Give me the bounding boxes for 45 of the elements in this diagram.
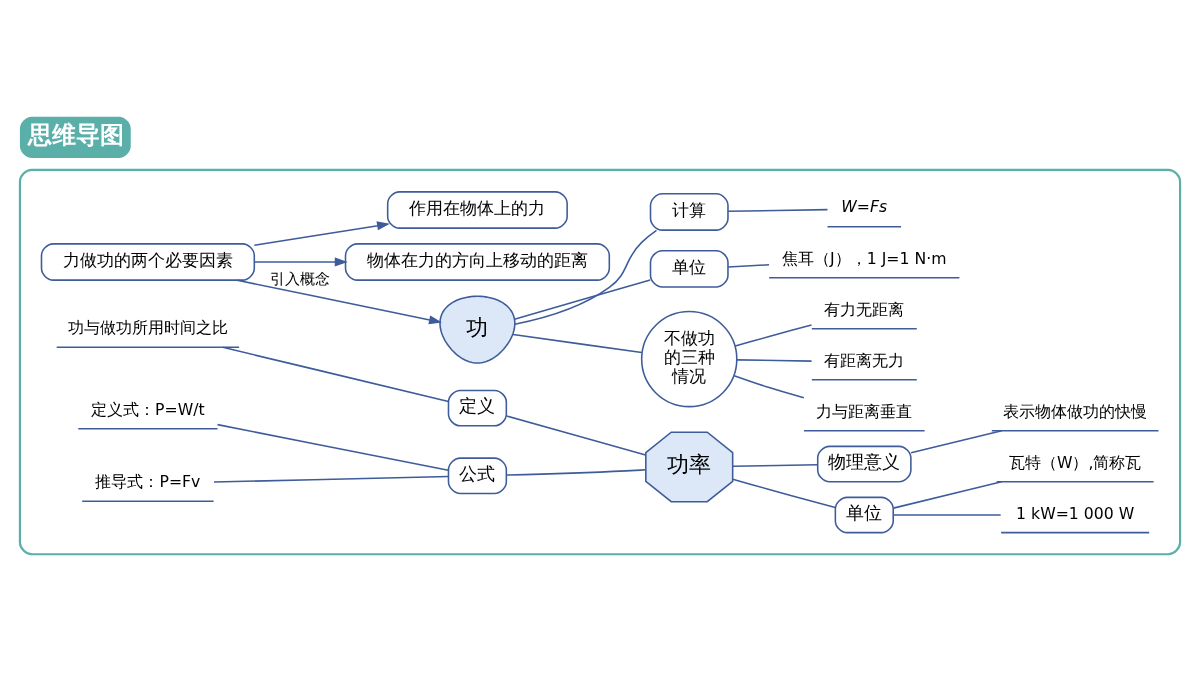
diagram-title: 思维导图 [28,120,125,149]
connector [505,469,647,476]
node-text: 有力无距离 [824,299,905,319]
arrow [236,279,442,325]
connector [727,208,829,213]
node-box: 单位 [649,249,729,288]
connector [910,429,1003,454]
connector [216,423,450,471]
node-circle: 不做功的三种情况 [640,310,738,408]
node-box: 力做功的两个必要因素 [40,243,256,281]
connector [892,480,1003,509]
connector [732,478,837,509]
connector [514,229,658,326]
connector [736,359,813,362]
connector [213,475,450,483]
node-box: 公式 [447,457,508,495]
connector [512,333,643,354]
arrow [253,221,390,247]
node-text: 有距离无力 [824,350,905,370]
node-box: 单位 [834,496,894,534]
node-text: 力与距离垂直 [816,401,913,421]
node-box: 物理意义 [816,445,912,483]
node-text: 表示物体做功的快慢 [1003,401,1148,421]
node-box: 作用在物体上的力 [386,191,568,229]
connector [727,264,770,268]
node-text: 焦耳（J），1 J=1 N·m [782,248,947,268]
node-text: 1 kW=1 000 W [1016,503,1135,523]
node-text: 功与做功所用时间之比 [67,318,228,338]
connector [513,279,651,320]
cluster [18,168,1182,556]
arrow [253,257,348,267]
node-box: 计算 [649,193,729,231]
connector [222,346,450,403]
node-text: 推导式：P=Fv [95,472,201,492]
node-text: 定义式：P=W/t [91,399,205,419]
node-text: 瓦特（W）,简称瓦 [1008,452,1142,472]
node-box: 定义 [447,389,508,427]
node-text: W=Fs [841,196,888,216]
connector [505,415,647,456]
connector [732,464,819,467]
connector [733,374,805,399]
edge-label: 引入概念 [269,269,330,287]
node-box: 物体在力的方向上移动的距离 [344,243,611,281]
connector [734,324,813,347]
connector [892,514,1002,516]
